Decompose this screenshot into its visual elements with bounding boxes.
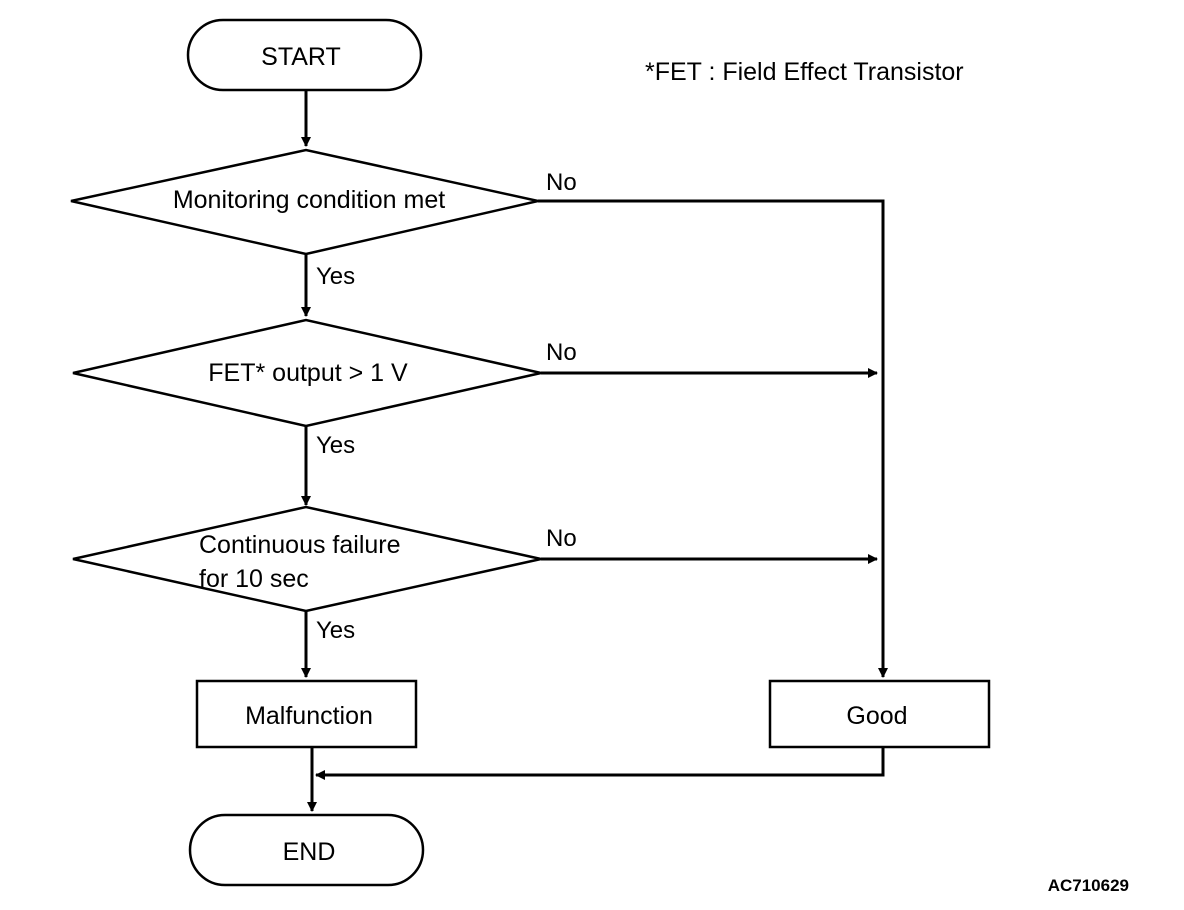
decision-continuous-label-line1: Continuous failure	[199, 531, 401, 559]
good-label: Good	[846, 702, 907, 730]
figure-id: AC710629	[1048, 876, 1129, 895]
good-box: Good	[768, 679, 991, 749]
edge-label-fet-yes: Yes	[316, 432, 355, 459]
malfunction-label: Malfunction	[245, 702, 373, 730]
edge-label-continuous-no: No	[546, 525, 577, 552]
decision-continuous-failure: Continuous failure for 10 sec	[72, 505, 542, 613]
decision-continuous-label-line2: for 10 sec	[199, 565, 309, 593]
start-label: START	[261, 43, 341, 71]
edge-label-fet-no: No	[546, 339, 577, 366]
end-label: END	[283, 838, 336, 866]
start-terminal: START	[186, 18, 423, 92]
edge-label-monitoring-no: No	[546, 169, 577, 196]
edge-label-monitoring-yes: Yes	[316, 263, 355, 290]
fet-footnote: *FET : Field Effect Transistor	[645, 58, 964, 86]
edge-label-continuous-yes: Yes	[316, 617, 355, 644]
decision-monitoring-label: Monitoring condition met	[173, 186, 445, 214]
decision-fet-output: FET* output > 1 V	[72, 318, 542, 428]
malfunction-box: Malfunction	[195, 679, 418, 749]
arrow-good-to-merge	[315, 747, 885, 780]
decision-fet-label: FET* output > 1 V	[208, 359, 408, 387]
arrow-monitoring-no-to-good	[538, 199, 888, 678]
decision-monitoring-condition: Monitoring condition met	[70, 148, 539, 256]
end-terminal: END	[188, 813, 425, 887]
